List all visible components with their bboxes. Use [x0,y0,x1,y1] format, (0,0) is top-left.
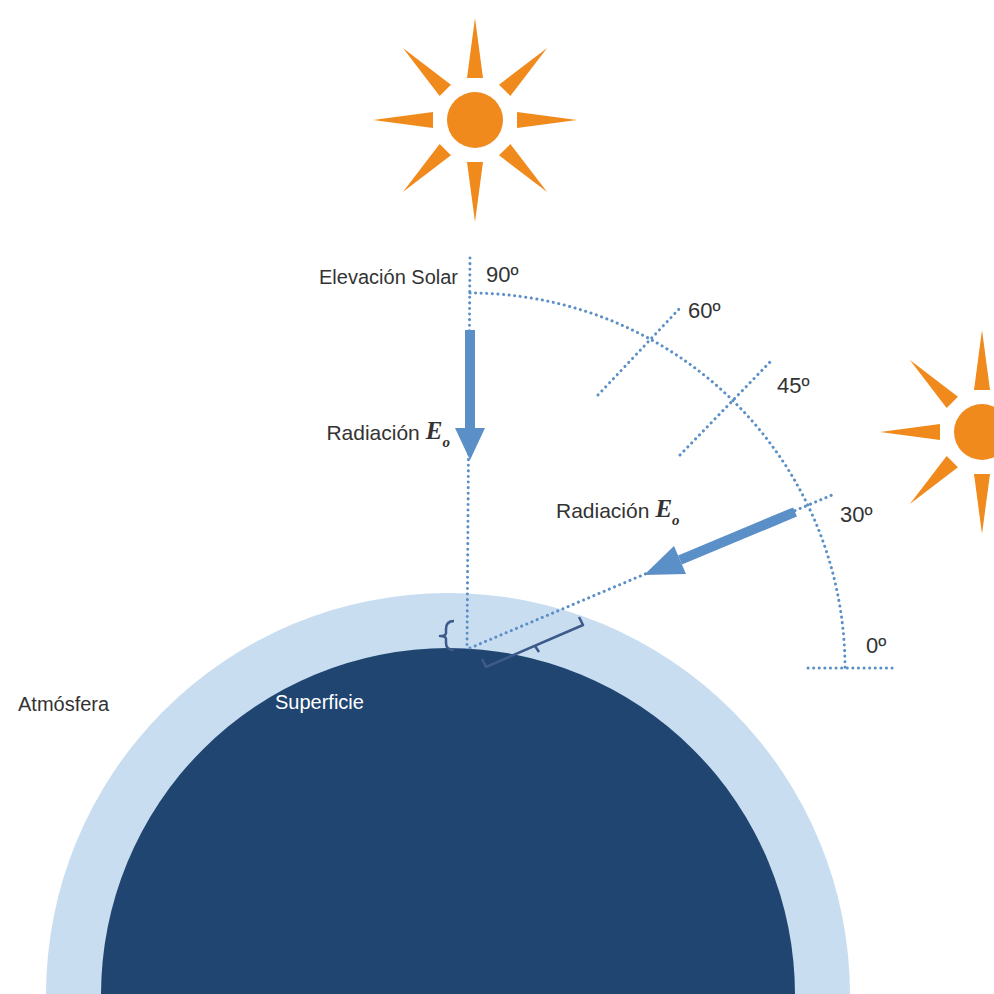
angle-label: 60º [688,298,721,324]
radiation-subscript: o [443,433,451,451]
radiation-subscript: o [672,511,680,529]
earth-surface [101,648,795,994]
atmosphere-label: Atmósfera [18,692,109,716]
radiation-arrow-shaft [465,330,475,430]
angle-label: 30º [840,502,873,528]
tick-45 [680,362,770,455]
path-bracket [440,621,454,650]
sun-icon [880,330,994,534]
sun-icon [373,18,577,222]
elevation-arc [470,293,845,668]
atmosphere-band [46,593,850,994]
radiation-arrow-head [644,546,686,575]
angle-label: 90º [486,262,519,288]
radiation-symbol: E [655,494,672,524]
tick-0 [808,667,895,670]
angle-label: 45º [777,373,810,399]
ray-30 [470,495,832,648]
surface-label: Superficie [275,690,364,714]
path-bracket [482,617,583,667]
tick-60 [598,308,680,395]
angle-label: 0º [866,633,886,659]
radiation-label: Radiación [326,420,419,445]
radiation-symbol: E [426,416,443,446]
axis-title: Elevación Solar [319,265,458,289]
radiation-arrow-head [455,428,485,460]
radiation-label: Radiación [556,498,649,523]
radiation-arrow-shaft [680,512,795,560]
